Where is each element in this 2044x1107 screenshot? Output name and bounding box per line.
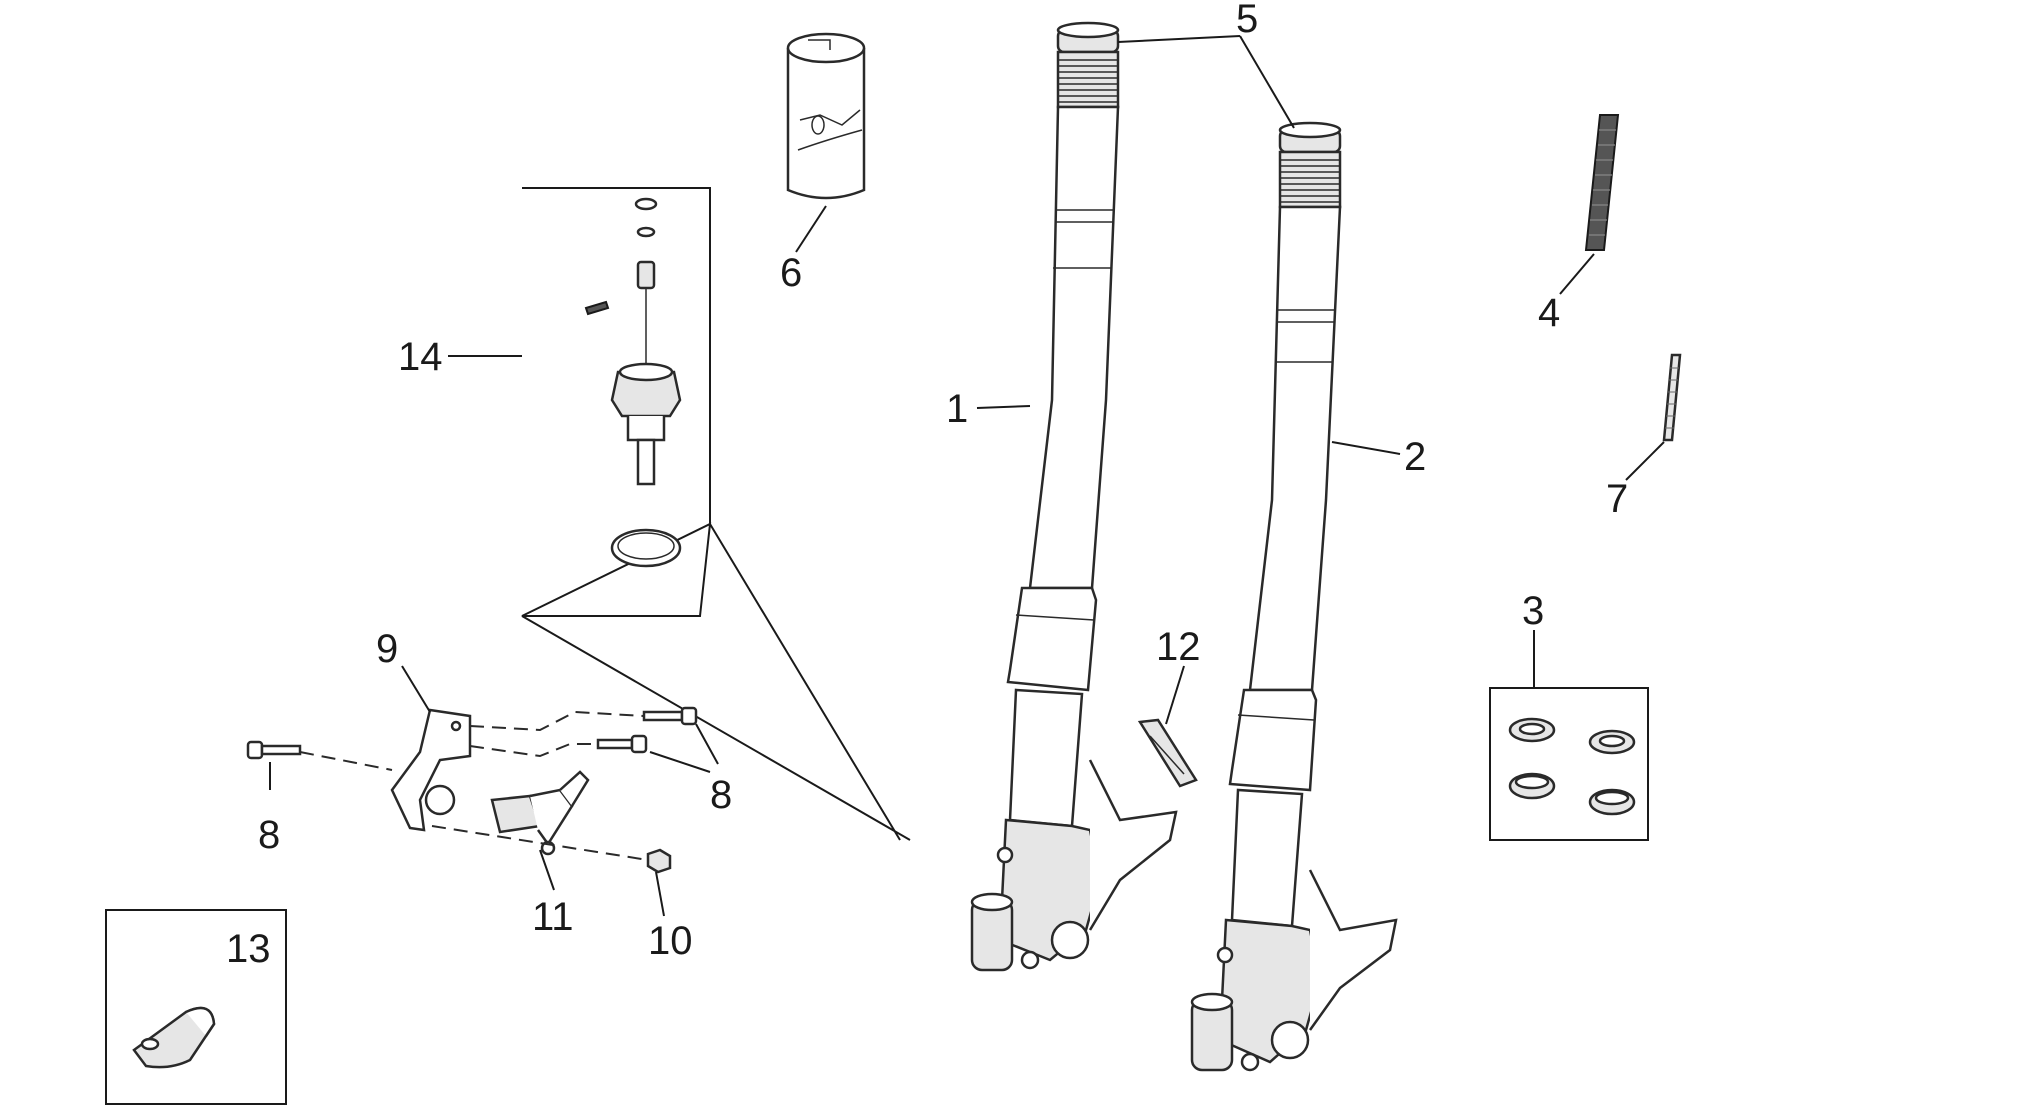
callout-9: 9 <box>376 627 398 671</box>
callout-5: 5 <box>1236 0 1258 41</box>
damper-valve-box <box>521 187 911 841</box>
cylinder-sleeve <box>786 32 866 200</box>
bolt-left <box>246 740 302 760</box>
callout-8a: 8 <box>258 813 280 857</box>
sensor-bracket <box>390 708 472 832</box>
callout-6: 6 <box>780 251 802 295</box>
speed-sensor <box>490 770 590 856</box>
small-spring <box>1662 353 1682 442</box>
fork-spring <box>1584 114 1620 251</box>
callout-10: 10 <box>648 919 693 963</box>
leader-lines <box>269 35 1665 917</box>
seal-kit-box <box>1489 687 1649 841</box>
callout-4: 4 <box>1538 291 1560 335</box>
bolt-right-upper <box>642 706 698 726</box>
callout-3: 3 <box>1522 589 1544 633</box>
fork-leg-left <box>970 21 1178 972</box>
callout-14: 14 <box>398 335 443 379</box>
callout-2: 2 <box>1404 435 1426 479</box>
callout-7: 7 <box>1606 477 1628 521</box>
callout-8b: 8 <box>710 773 732 817</box>
fork-leg-right <box>1190 121 1398 1072</box>
bolt-right-lower <box>596 734 648 754</box>
callout-12: 12 <box>1156 625 1201 669</box>
callout-13: 13 <box>226 927 271 971</box>
cable-clamp-box <box>105 909 287 1105</box>
fork-clip <box>1137 718 1198 788</box>
callout-1: 1 <box>946 387 968 431</box>
callout-11: 11 <box>532 895 574 939</box>
nut <box>646 848 672 874</box>
